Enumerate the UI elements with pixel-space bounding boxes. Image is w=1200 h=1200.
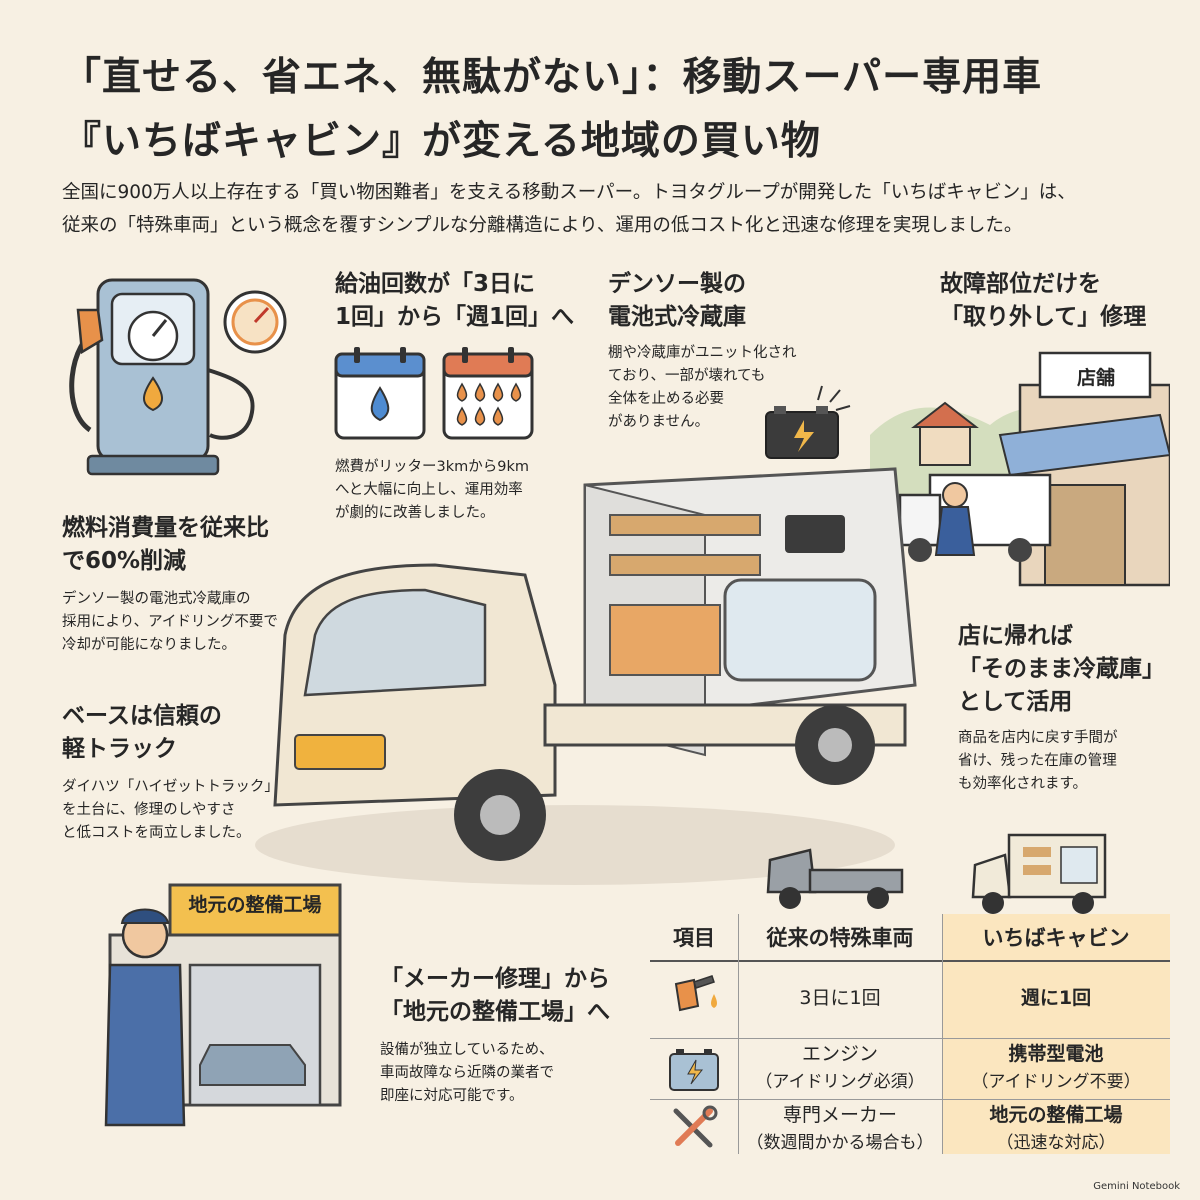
intro-line-2: 従来の「特殊車両」という概念を覆すシンプルな分離構造により、運用の低コスト化と迅… [62,215,1023,236]
base-truck-section: ベースは信頼の 軽トラック ダイハツ「ハイゼットトラック」 を土台に、修理のしや… [62,700,312,845]
store-illustration [870,351,1170,587]
fuel-body-line-3: 冷却が可能になりました。 [62,637,236,653]
row-repair-new: 地元の整備工場 （迅速な対応） [942,1101,1170,1157]
refuel-body-line-2: へと大幅に向上し、運用効率 [335,482,523,498]
store-sign: 店舗 [1076,367,1115,389]
base-body-line-3: と低コストを両立しました。 [62,825,251,841]
fridge-heading-line-2: 電池式冷蔵庫 [608,304,746,330]
return-store-heading-line-2: 「そのまま冷蔵庫」 [958,656,1165,682]
row-power-old-main: エンジン [801,1043,878,1065]
battery-icon [669,1049,719,1091]
repair-part-heading: 故障部位だけを 「取り外して」修理 [940,268,1180,334]
ichiba-cabin-truck-icon [971,833,1107,914]
credit-label: Gemini Notebook [1093,1181,1180,1192]
fuel-heading-line-2: で60%削減 [62,548,187,574]
calendar-every-three-days-icon [442,347,534,440]
ichiba-cabin-truck-illustration [255,467,917,885]
local-repair-body-line-1: 設備が独立しているため、 [380,1042,554,1058]
base-heading-line-2: 軽トラック [62,736,177,762]
fridge-body-line-4: がありません。 [608,414,710,430]
base-body-line-2: を土台に、修理のしやすさ [62,802,236,818]
title-line-2: 『いちばキャビン』が変える地域の買い物 [62,119,821,164]
local-repair-body-line-2: 車両故障なら近隣の業者で [380,1065,554,1081]
row-repair-old-main: 専門メーカー [782,1104,897,1126]
refuel-heading-line-1: 給油回数が「3日に [335,271,536,297]
return-store-section: 店に帰れば 「そのまま冷蔵庫」 として活用 商品を店内に戻す手間が 省け、残った… [958,620,1178,796]
battery-icon [765,385,851,459]
fridge-section: デンソー製の 電池式冷蔵庫 棚や冷蔵庫がユニット化され ており、一部が壊れても … [608,268,848,434]
row-repair-new-main: 地元の整備工場 [989,1104,1123,1126]
local-repair-heading-line-2: 「地元の整備工場」へ [380,999,610,1025]
base-heading-line-1: ベースは信頼の [62,703,222,729]
fuel-heading-line-1: 燃料消費量を従来比 [62,515,269,541]
fuel-pump-icon [69,278,287,476]
calendar-weekly-icon [334,347,426,440]
fuel-nozzle-icon [674,975,717,1012]
return-store-body-line-1: 商品を店内に戻す手間が [958,730,1118,746]
fuel-body-line-1: デンソー製の電池式冷蔵庫の [62,591,251,607]
refuel-body: 燃費がリッター3kmから9km へと大幅に向上し、運用効率 が劇的に改善しました… [335,456,575,525]
return-store-heading-line-1: 店に帰れば [958,623,1073,649]
garage-sign: 地元の整備工場 [188,894,322,916]
local-repair-heading-line-1: 「メーカー修理」から [380,966,610,992]
table-header-item: 項目 [673,926,715,950]
row-refuel-old-main: 3日に1回 [799,987,881,1009]
row-refuel-old: 3日に1回 [738,984,942,1012]
refuel-body-line-1: 燃費がリッター3kmから9km [335,459,529,475]
row-power-new-sub: （アイドリング不要） [971,1072,1141,1092]
row-refuel-new: 週に1回 [942,984,1170,1012]
return-store-body-line-2: 省け、残った在庫の管理 [958,753,1117,769]
row-power-old: エンジン （アイドリング必須） [738,1040,942,1096]
table-header-conventional: 従来の特殊車両 [766,926,914,950]
fridge-body-line-3: 全体を止める必要 [608,391,724,407]
row-refuel-new-main: 週に1回 [1020,987,1092,1009]
fridge-body-line-2: ており、一部が壊れても [608,368,766,384]
conventional-truck-icon [766,848,904,909]
local-garage-illustration [104,883,342,1127]
repair-part-heading-line-2: 「取り外して」修理 [940,304,1147,330]
refuel-heading: 給油回数が「3日に 1回」から「週1回」へ [335,268,575,334]
title-line-1: 「直せる、省エネ、無駄がない」：移動スーパー専用車 [62,55,1043,100]
local-repair-section: 「メーカー修理」から 「地元の整備工場」へ 設備が独立しているため、 車両故障な… [380,963,640,1108]
row-repair-new-sub: （迅速な対応） [996,1133,1116,1153]
fuel-section: 燃料消費量を従来比 で60%削減 デンソー製の電池式冷蔵庫の 採用により、アイド… [62,512,307,657]
fuel-body-line-2: 採用により、アイドリング不要で [62,614,278,630]
comparison-table: 項目 従来の特殊車両 いちばキャビン 3日に1回 週に1回 エンジン （アイドリ… [650,914,1170,1154]
row-power-new: 携帯型電池 （アイドリング不要） [942,1040,1170,1096]
fridge-heading-line-1: デンソー製の [608,271,746,297]
row-repair-old: 専門メーカー （数週間かかる場合も） [738,1101,942,1157]
highlight-column [942,914,1170,1154]
return-store-body-line-3: も効率化されます。 [958,776,1088,792]
return-store-heading-line-3: として活用 [958,689,1073,715]
row-repair-old-sub: （数週間かかる場合も） [746,1133,934,1153]
local-repair-body-line-3: 即座に対応可能です。 [380,1088,524,1104]
repair-part-heading-line-1: 故障部位だけを [940,271,1101,297]
intro-line-1: 全国に900万人以上存在する「買い物困難者」を支える移動スーパー。トヨタグループ… [62,182,1076,203]
fridge-body-line-1: 棚や冷蔵庫がユニット化され [608,345,797,361]
tools-icon [673,1105,718,1148]
table-header-ichiba-cabin: いちばキャビン [982,926,1130,950]
row-power-new-main: 携帯型電池 [1008,1043,1104,1065]
row-power-old-sub: （アイドリング必須） [755,1072,925,1092]
base-body-line-1: ダイハツ「ハイゼットトラック」 [62,779,279,795]
refuel-body-line-3: が劇的に改善しました。 [335,505,495,521]
refuel-heading-line-2: 1回」から「週1回」へ [335,304,575,330]
intro-text: 全国に900万人以上存在する「買い物困難者」を支える移動スーパー。トヨタグループ… [62,176,1162,242]
page-title: 「直せる、省エネ、無駄がない」：移動スーパー専用車 『いちばキャビン』が変える地… [62,46,1162,174]
